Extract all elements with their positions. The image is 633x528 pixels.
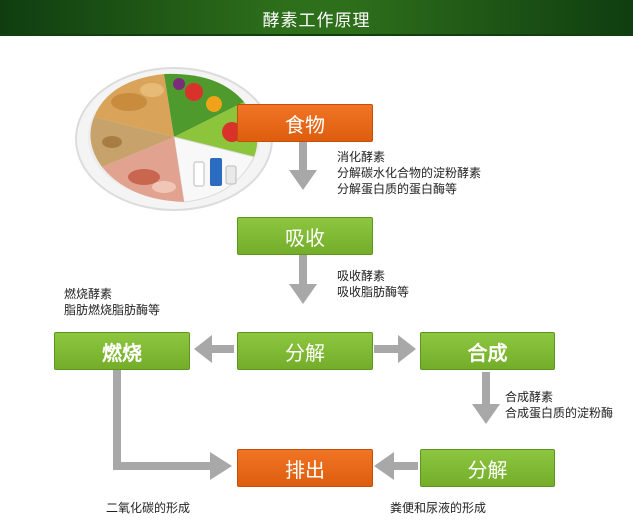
note-synthesis-enzymes: 合成酵素 合成蛋白质的淀粉酶 (505, 389, 613, 421)
node-decompose: 分解 (237, 332, 373, 370)
node-decompose-2: 分解 (420, 449, 555, 487)
note-line: 燃烧酵素 (64, 287, 113, 301)
node-decompose-label: 分解 (285, 340, 325, 365)
page-title: 酵素工作原理 (262, 11, 371, 31)
note-co2-formation: 二氧化碳的形成 (106, 500, 190, 516)
note-line: 分解蛋白质的蛋白酶等 (337, 182, 458, 196)
arrow-burn-to-excrete-head (210, 452, 232, 480)
note-line: 粪便和尿液的形成 (390, 501, 487, 515)
arrow-to-excrete-right-shaft (392, 462, 418, 470)
arrow-to-excrete-right-head (374, 452, 394, 480)
note-line: 吸收脂肪酶等 (337, 285, 410, 299)
arrow-absorb-to-decompose-shaft (299, 255, 307, 287)
node-excrete-label: 排出 (285, 457, 325, 482)
arrow-burn-down-shaft (113, 367, 121, 470)
food-plate-illustration (75, 67, 273, 211)
node-absorb: 吸收 (237, 217, 373, 255)
node-decompose-2-label: 分解 (467, 457, 508, 482)
node-synthesize: 合成 (420, 332, 555, 370)
note-burning-enzymes: 燃烧酵素 脂肪燃烧脂肪酶等 (64, 286, 160, 318)
arrow-to-synthesize-shaft (374, 345, 400, 353)
node-absorb-label: 吸收 (285, 225, 325, 250)
arrow-food-to-absorb-head (289, 170, 317, 190)
note-digestive-enzymes: 消化酵素 分解碳水化合物的淀粉酵素 分解蛋白质的蛋白酶等 (337, 149, 481, 197)
note-absorption-enzymes: 吸收酵素 吸收脂肪酶等 (337, 268, 409, 300)
node-synthesize-label: 合成 (467, 340, 508, 365)
header-bar: 酵素工作原理 (0, 0, 633, 36)
node-burn-label: 燃烧 (102, 340, 142, 365)
node-food: 食物 (237, 104, 373, 142)
arrow-synth-to-decomp-head (472, 404, 500, 424)
note-line: 二氧化碳的形成 (106, 501, 191, 515)
node-food-label: 食物 (285, 112, 325, 137)
note-line: 消化酵素 (337, 150, 386, 164)
node-excrete: 排出 (237, 449, 373, 487)
note-line: 脂肪燃烧脂肪酶等 (64, 303, 161, 317)
node-burn: 燃烧 (54, 332, 190, 370)
note-line: 合成蛋白质的淀粉酶 (505, 406, 614, 420)
note-line: 合成酵素 (505, 390, 554, 404)
note-line: 分解碳水化合物的淀粉酵素 (337, 166, 482, 180)
arrow-absorb-to-decompose-head (289, 284, 317, 304)
arrow-food-to-absorb-shaft (299, 141, 307, 173)
arrow-synth-to-decomp-shaft (482, 372, 490, 408)
note-line: 吸收酵素 (337, 269, 386, 283)
arrow-burn-right-shaft (113, 462, 213, 470)
arrow-to-synthesize-head (398, 335, 416, 363)
note-waste-formation: 粪便和尿液的形成 (390, 500, 486, 516)
arrow-to-burn-head (194, 335, 212, 363)
arrow-to-burn-shaft (210, 345, 234, 353)
